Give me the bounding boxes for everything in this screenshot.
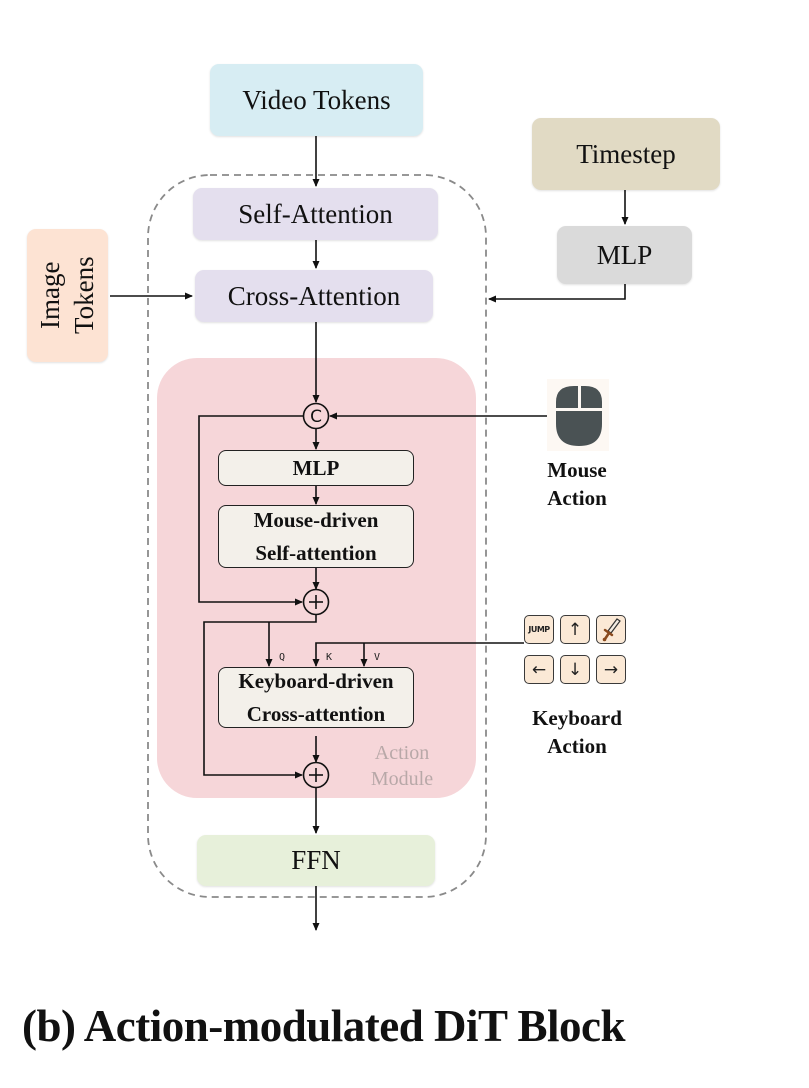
ffn-node: FFN [197,835,435,886]
mouse-self-attention-line-1: Mouse-driven [253,507,379,532]
keyboard-action-label: Keyboard Action [512,704,642,760]
left-key-glyph: ← [531,659,547,680]
self-attention-label: Self-Attention [238,198,393,229]
figure-caption: (b) Action-modulated DiT Block [22,1001,625,1051]
down-arrow-key-icon: ↓ [560,655,590,684]
timestep-mlp-node: MLP [557,226,692,284]
up-key-glyph: ↑ [567,619,583,640]
keyboard-action-label-line-1: Keyboard [532,706,622,730]
mouse-self-attention-node: Mouse-driven Self-attention [218,505,414,568]
edge-residual-1 [198,415,303,606]
mouse-action-label-line-2: Action [547,486,607,510]
action-mlp-node: MLP [218,450,414,486]
keyboard-action-label-line-2: Action [547,734,607,758]
concat-symbol: C [310,407,322,427]
q-label: Q [279,652,286,663]
cross-attention-node: Cross-Attention [195,270,433,322]
right-arrow-key-icon: → [596,655,626,684]
edge-keyboard-k [312,642,524,667]
keyboard-cross-attention-line-1: Keyboard-driven [238,668,394,693]
k-label: K [326,652,333,663]
action-module-label-line-1: Action [374,742,430,764]
add-operator-2 [302,761,330,789]
video-tokens-label: Video Tokens [242,84,391,115]
mouse-self-attention-line-2: Self-attention [255,540,377,565]
jump-key-icon: JUMP [524,615,554,644]
mouse-action-label-line-1: Mouse [547,458,607,482]
mouse-icon [547,379,609,451]
timestep-label: Timestep [576,138,676,169]
video-tokens-node: Video Tokens [210,64,423,136]
mouse-action-label: Mouse Action [527,456,627,512]
edge-plus1-branch [203,614,317,779]
left-arrow-key-icon: ← [524,655,554,684]
keyboard-cross-attention-node: Keyboard-driven Cross-attention [218,667,414,728]
jump-key-glyph: JUMP [528,625,550,634]
timestep-node: Timestep [532,118,720,190]
add-operator-1 [302,588,330,616]
action-mlp-label: MLP [292,455,340,480]
keyboard-cross-attention-line-2: Cross-attention [246,701,386,726]
image-tokens-label: Image Tokens [34,256,99,335]
right-key-glyph: → [603,659,619,680]
down-key-glyph: ↓ [567,659,583,680]
action-module-label: Action Module [362,740,442,792]
up-arrow-key-icon: ↑ [560,615,590,644]
self-attention-node: Self-Attention [193,188,438,240]
action-module-label-line-2: Module [370,768,434,790]
image-tokens-node: Image Tokens [27,229,108,362]
sword-icon [602,617,621,641]
timestep-mlp-label: MLP [596,239,653,270]
concat-operator: C [302,402,330,430]
v-label: V [374,652,381,663]
sword-key-icon [596,615,626,644]
ffn-label: FFN [291,845,341,875]
cross-attention-label: Cross-Attention [227,280,401,311]
edge-mlp-to-block [488,284,626,303]
